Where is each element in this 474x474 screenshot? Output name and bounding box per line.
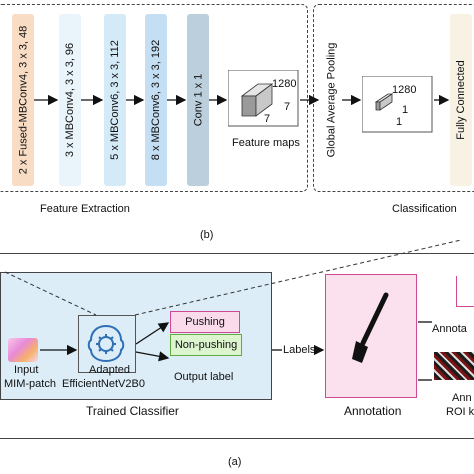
brain-gear-icon xyxy=(87,325,125,362)
feature-extraction-label: Feature Extraction xyxy=(40,203,130,215)
mbconv4-block: 3 x MBConv4, 3 x 3, 96 xyxy=(59,14,81,186)
annotation-right-label: Annota xyxy=(432,323,467,335)
model-box xyxy=(78,315,136,373)
labels-arrow-text: Labels xyxy=(283,344,316,356)
model-label-1: Adapted xyxy=(89,364,130,376)
annotation-box xyxy=(325,274,417,398)
feature-maps-cube xyxy=(227,69,300,128)
fully-connected-block: Fully Connected xyxy=(450,14,472,186)
fused-mbconv4-block: 2 x Fused-MBConv4, 3 x 3, 48 xyxy=(12,14,34,186)
top-arrows xyxy=(34,94,450,106)
trained-classifier-label: Trained Classifier xyxy=(86,404,179,418)
paintbrush-icon xyxy=(352,292,389,363)
classification-label: Classification xyxy=(392,203,457,215)
non-pushing-box: Non-pushing xyxy=(170,334,242,356)
outer-box xyxy=(0,253,474,439)
output-label: Output label xyxy=(174,371,234,383)
annotation-right-label-2a: Ann xyxy=(452,392,472,404)
panel-a-label: (a) xyxy=(228,456,242,468)
model-label-2: EfficientNetV2B0 xyxy=(62,378,145,390)
gap-cube xyxy=(361,75,434,134)
gap-cube-depth: 1280 xyxy=(392,84,417,96)
gap-cube-height: 1 xyxy=(402,104,409,116)
annotation-label: Annotation xyxy=(344,404,402,418)
gap-cube-width: 1 xyxy=(396,116,403,128)
input-label-2: MIM-patch xyxy=(4,378,56,390)
mbconv6-112-block: 5 x MBConv6, 3 x 3, 112 xyxy=(104,14,126,186)
feature-cube-height: 7 xyxy=(284,101,291,113)
input-mim-patch-image xyxy=(8,338,38,362)
feature-cube-width: 7 xyxy=(264,113,271,125)
feature-cube-depth: 1280 xyxy=(272,78,297,90)
global-average-pooling-block: Global Average Pooling xyxy=(320,14,342,186)
roi-image xyxy=(434,352,474,380)
feature-extraction-box xyxy=(0,4,308,192)
panel-b-label: (b) xyxy=(200,229,214,241)
pushing-box: Pushing xyxy=(170,311,240,333)
feature-maps-label: Feature maps xyxy=(232,137,300,149)
bottom-arrows xyxy=(4,240,464,381)
pushing-label: Pushing xyxy=(185,316,225,328)
non-pushing-label: Non-pushing xyxy=(174,339,238,351)
mbconv6-192-block: 8 x MBConv6, 3 x 3, 192 xyxy=(145,14,167,186)
input-label-1: Input xyxy=(14,364,39,376)
annotation-result-image xyxy=(456,276,474,307)
conv1x1-block: Conv 1 x 1 xyxy=(187,14,209,186)
annotation-right-label-2b: ROI k xyxy=(446,406,474,418)
